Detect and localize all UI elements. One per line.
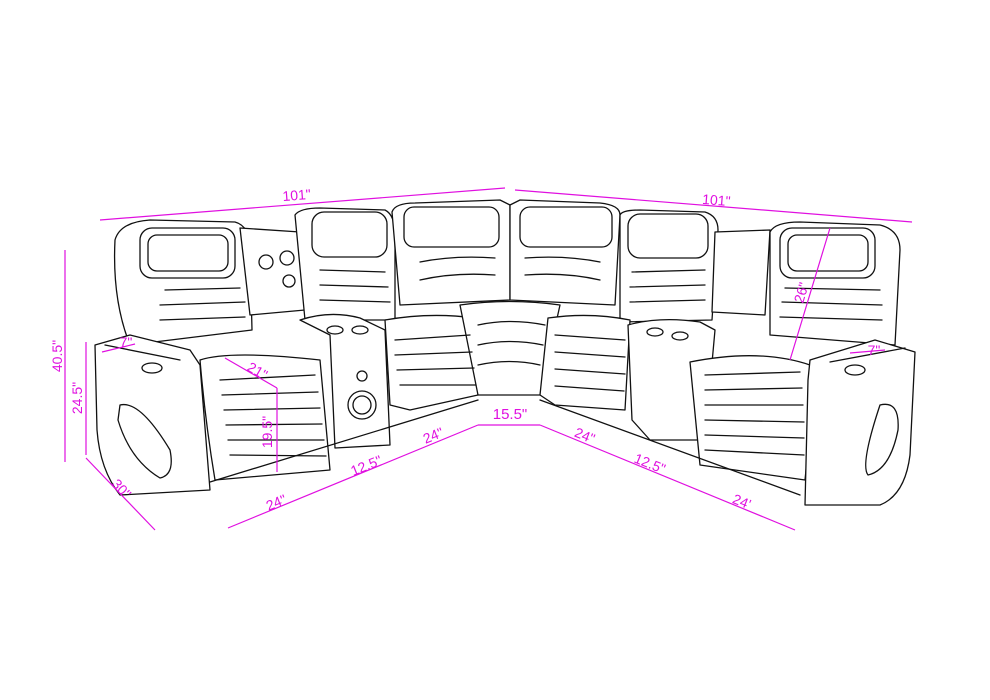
button-icon: [282, 274, 296, 288]
dim-corner-wedge: 15.5": [493, 406, 528, 423]
dimension-lines: [64, 187, 913, 531]
cup-holder-icon: [141, 362, 163, 374]
corner-left-back: [391, 199, 511, 306]
left-armrest: [94, 334, 211, 496]
dim-bottom-right-seat-1: 24": [572, 424, 597, 447]
cup-holder-icon: [646, 327, 664, 337]
right-arm-cutout: [865, 403, 899, 476]
dim-left-arm-width: 7": [120, 334, 133, 350]
left-arm-cutout: [117, 403, 172, 479]
cup-holder-icon: [326, 325, 344, 335]
cup-holder-icon: [671, 331, 689, 341]
dim-bottom-right-seat-2: 24': [730, 491, 753, 513]
dim-overall-height: 40.5": [49, 340, 65, 372]
right-console: [627, 318, 716, 441]
dim-top-left-width: 101": [282, 186, 312, 204]
left-recliner-seat: [199, 354, 331, 481]
dim-right-arm-width: 7": [868, 342, 881, 358]
left-middle-seat: [384, 314, 479, 411]
corner-right-back: [509, 199, 621, 306]
cup-holder-icon: [844, 364, 866, 376]
dim-back-height: 26": [791, 280, 812, 304]
speaker-icon: [347, 390, 377, 420]
left-console-back: [239, 227, 306, 316]
right-armrest: [804, 339, 916, 506]
cup-holder-icon: [351, 325, 369, 335]
dim-arm-height: 24.5": [69, 382, 85, 414]
dimension-labels: 101" 101" 40.5" 24.5" 30" 7" 21" 19.5" 2…: [49, 186, 880, 514]
right-headrest: [779, 227, 876, 279]
dim-bottom-left-seat-1: 24": [264, 491, 289, 514]
dim-bottom-left-seat-2: 24": [421, 424, 446, 447]
right-middle-seat: [539, 314, 631, 411]
dim-top-right-width: 101": [702, 191, 732, 209]
dim-bottom-right-console: 12.5": [632, 450, 668, 477]
button-icon: [258, 254, 274, 270]
dim-seat-height: 19.5": [259, 416, 275, 448]
sofa-drawing: [94, 199, 916, 506]
button-icon: [279, 250, 295, 266]
left-headrest: [139, 227, 236, 279]
right-middle-back: [619, 209, 719, 323]
left-middle-back: [294, 207, 396, 321]
dim-bottom-left-console: 12.5": [348, 452, 384, 479]
right-console-back: [711, 229, 771, 316]
left-console: [299, 313, 391, 449]
